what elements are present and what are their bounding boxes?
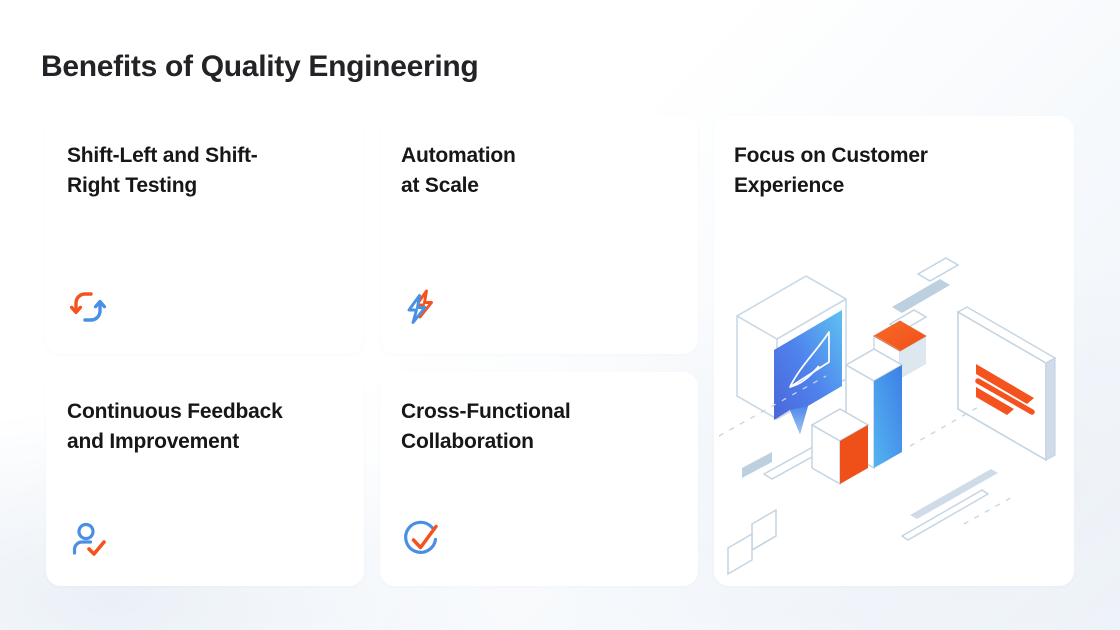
double-lightning-bolt-icon <box>399 284 445 330</box>
card-focus-on-customer-experience[interactable]: Focus on Customer Experience <box>714 116 1074 586</box>
circle-check-icon <box>399 516 445 562</box>
card-title: Shift-Left and Shift- Right Testing <box>67 144 258 197</box>
floating-bars <box>888 257 960 332</box>
card-title: Cross-Functional Collaboration <box>401 400 571 453</box>
isometric-document-panel <box>956 306 1057 462</box>
card-automation-at-scale[interactable]: Automation at Scale <box>380 116 698 354</box>
isometric-orange-cube <box>873 320 927 381</box>
page-title: Benefits of Quality Engineering <box>41 50 479 83</box>
user-check-icon <box>65 516 111 562</box>
card-title: Continuous Feedback and Improvement <box>67 400 283 453</box>
benefits-card-grid: Shift-Left and Shift- Right Testing Auto… <box>46 116 698 586</box>
isometric-customer-experience-illustration <box>714 224 1074 586</box>
card-continuous-feedback[interactable]: Continuous Feedback and Improvement <box>46 372 364 586</box>
sync-arrows-icon <box>65 284 111 330</box>
isometric-speech-bubble <box>774 310 842 434</box>
isometric-bar-chart <box>810 348 904 486</box>
card-title: Focus on Customer Experience <box>734 144 928 197</box>
card-title: Automation at Scale <box>401 144 516 197</box>
card-cross-functional-collaboration[interactable]: Cross-Functional Collaboration <box>380 372 698 586</box>
floating-bars-lower-right <box>900 469 998 541</box>
card-shift-left-right-testing[interactable]: Shift-Left and Shift- Right Testing <box>46 116 364 354</box>
dashed-guides <box>718 375 1015 525</box>
